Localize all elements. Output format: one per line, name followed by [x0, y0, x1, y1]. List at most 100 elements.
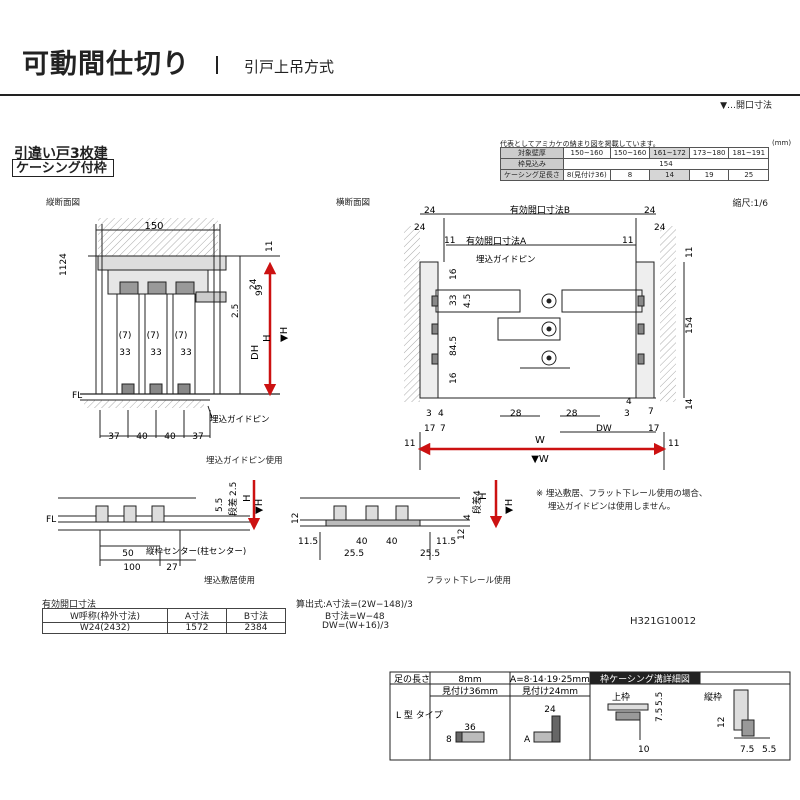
- wall-hatch-top: [98, 218, 218, 256]
- dim-7: (7): [147, 331, 160, 341]
- casing-table-unit: (mm): [772, 139, 792, 147]
- dim-14: 14: [685, 398, 695, 410]
- table-cell: 161~172: [649, 147, 690, 159]
- dim-150: 150: [144, 221, 163, 232]
- pin-callout: 埋込ガイドピン: [210, 414, 270, 425]
- hanger-wheel: [119, 281, 139, 295]
- dim-12: 12: [291, 513, 301, 524]
- foot-header-len: 足の長さ: [394, 674, 430, 685]
- table-cell: B寸法: [226, 608, 286, 623]
- guide-pin: [121, 383, 135, 395]
- dim-11: 11: [265, 241, 275, 252]
- dim-25-5: 25.5: [344, 549, 364, 559]
- dim-24: 24: [249, 278, 259, 290]
- dim-84-5: 84.5: [449, 336, 459, 356]
- dim-24: 24: [414, 223, 426, 233]
- header-rule: [0, 94, 800, 96]
- upper-rail: [97, 255, 227, 271]
- drawing-code: H321G10012: [630, 616, 697, 627]
- flat-rail-detail: [300, 497, 470, 560]
- dim-37: 37: [192, 432, 203, 442]
- dim-40: 40: [386, 537, 398, 547]
- step-label: 段差4: [471, 490, 483, 514]
- dim-W-opening: ▼W: [531, 454, 549, 465]
- dim-25-5: 25.5: [420, 549, 440, 559]
- note-line-2: 埋込ガイドピンは使用しません。: [548, 502, 676, 512]
- dim-7: 7: [648, 407, 654, 417]
- dim-40: 40: [356, 537, 368, 547]
- dim-4-5: 4.5: [463, 294, 473, 308]
- dim-4: 4: [626, 397, 632, 407]
- top-frame-label: 上枠: [612, 691, 630, 703]
- table-cell: W呼称(枠外寸法): [42, 608, 168, 623]
- note-line-1: ※ 埋込敷居、フラット下レール使用の場合、: [536, 489, 708, 499]
- foot-A: A: [524, 735, 531, 745]
- dim-50: 50: [122, 549, 134, 559]
- table-cell: 1572: [167, 622, 227, 634]
- dim-33: 33: [449, 295, 459, 306]
- dim-H-opening: ▼H: [504, 499, 515, 514]
- dim-28: 28: [510, 409, 522, 419]
- dim-2-5: 2.5: [229, 482, 239, 496]
- dim-11: 11: [668, 439, 679, 449]
- dim-H-opening: ▼H: [254, 499, 265, 514]
- side-frame-label: 縦枠: [704, 691, 722, 703]
- foot-sub-24: 見付け24mm: [522, 686, 578, 697]
- dim-H: H: [478, 492, 489, 500]
- dim-11-5: 11.5: [436, 537, 456, 547]
- dim-40: 40: [164, 432, 176, 442]
- dim-3: 3: [624, 409, 630, 419]
- dim-A: 有効開口寸法A: [466, 235, 527, 247]
- caption-sill: 埋込敷居使用: [204, 576, 256, 586]
- dim-4: 4: [463, 514, 473, 520]
- wall-hatch-left: [404, 226, 420, 402]
- model-name: 引違い戸3枚建: [14, 146, 108, 162]
- door-panel: [144, 293, 168, 395]
- foot-type: L 型 タイプ: [396, 710, 443, 721]
- guide-pin-circle: [541, 321, 557, 337]
- door-panel: [172, 293, 196, 395]
- dim-2-5: 2.5: [231, 304, 241, 318]
- dim-40: 40: [136, 432, 148, 442]
- table-cell: ケーシング足長さ: [500, 169, 564, 181]
- dim-12: 12: [717, 717, 727, 728]
- dim-24: 24: [644, 206, 656, 216]
- dim-33: 33: [150, 348, 161, 358]
- dim-33: 33: [119, 348, 130, 358]
- stopper: [195, 291, 227, 303]
- casing-label: ケーシング付枠: [12, 159, 114, 177]
- formula-a: 算出式:A寸法=(2W−148)/3: [296, 600, 413, 610]
- caption-pin: 埋込ガイドピン使用: [206, 456, 283, 466]
- dim-16: 16: [449, 268, 459, 280]
- foot-36: 36: [464, 723, 476, 733]
- dim-99: 99: [255, 284, 265, 296]
- dim-11: 11: [622, 236, 633, 246]
- sill-detail: [58, 497, 250, 566]
- dim-5-5: 5.5: [215, 498, 225, 512]
- dim-11: 11: [444, 236, 455, 246]
- dim-17: 17: [424, 424, 435, 434]
- foot-table: [389, 671, 791, 761]
- door-2: [497, 317, 561, 341]
- foot-8: 8: [446, 735, 452, 745]
- hanger-wheel: [147, 281, 167, 295]
- horizontal-section: [404, 213, 685, 470]
- wall-hatch-right: [660, 226, 676, 402]
- formula-dw: DW=(W+16)/3: [322, 621, 390, 631]
- table-cell: A寸法: [167, 608, 227, 623]
- dim-11: 11: [404, 439, 415, 449]
- guide-pin-circle: [541, 293, 557, 309]
- dim-37: 37: [108, 432, 119, 442]
- foot-24: 24: [544, 705, 556, 715]
- pin-callout: 埋込ガイドピン: [476, 254, 536, 265]
- page-title: 可動間仕切り: [22, 49, 190, 80]
- step-label: 段差: [227, 498, 239, 516]
- dim-H: H: [262, 334, 273, 342]
- dim-B: 有効開口寸法B: [510, 204, 570, 216]
- guide-pin: [177, 383, 191, 395]
- table-cell: 19: [688, 169, 730, 181]
- dim-24: 24: [654, 223, 666, 233]
- scale-label: 縮尺:1/6: [732, 199, 768, 209]
- center-label: 縦枠センター(柱センター): [146, 546, 246, 557]
